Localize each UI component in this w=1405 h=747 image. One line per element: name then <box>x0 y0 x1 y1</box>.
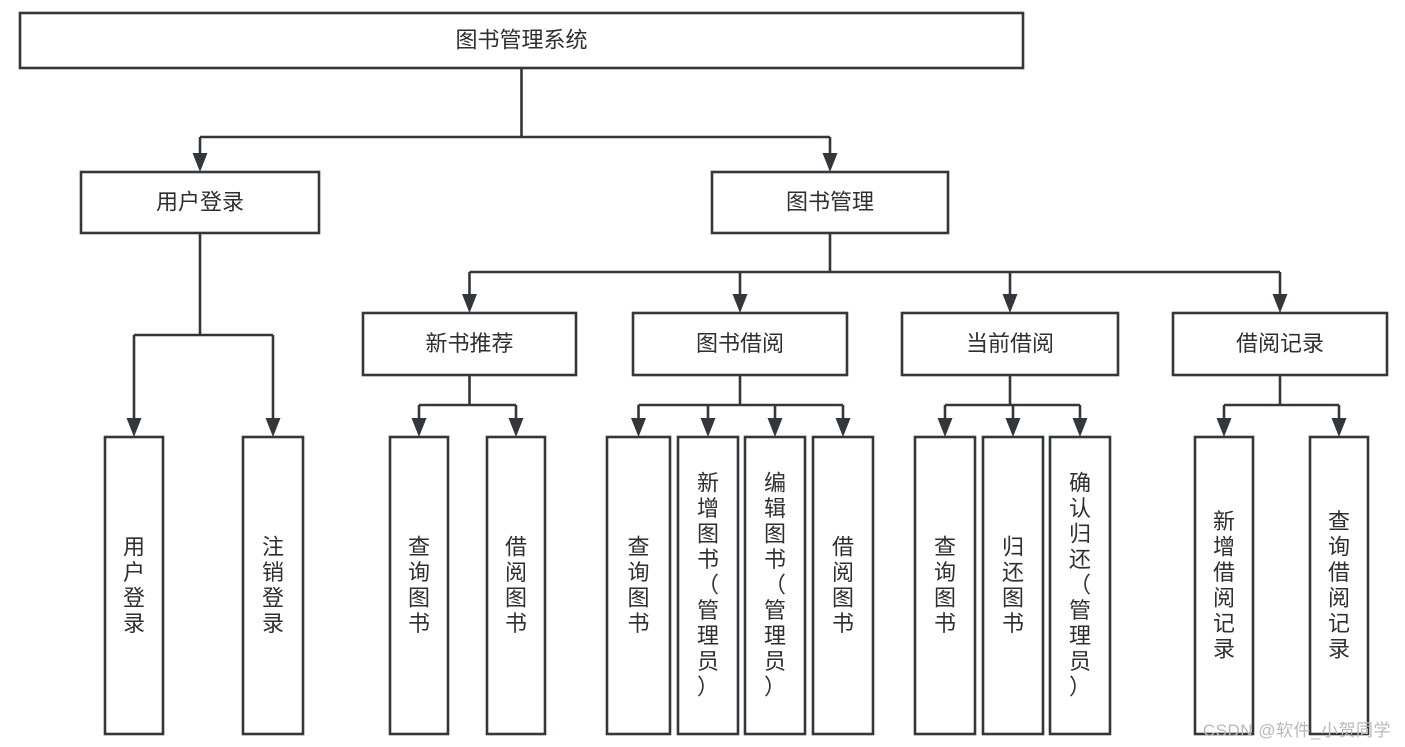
connector-e-borrow-children <box>631 375 851 437</box>
node-book-borrow[interactable]: 图书借阅 <box>631 311 849 377</box>
node-root[interactable]: 图书管理系统 <box>18 11 1025 70</box>
connector-e-record-children <box>1216 375 1347 437</box>
node-label-leaf-logout: 注销登录 <box>262 534 284 636</box>
connector-e-manage-children <box>462 233 1288 313</box>
connector-e-recommend-children <box>411 375 524 437</box>
node-label-root: 图书管理系统 <box>455 27 587 52</box>
node-box-leaf-add-book[interactable] <box>676 435 740 736</box>
node-label-book-borrow: 图书借阅 <box>696 331 784 356</box>
node-box-new-book-recommend[interactable] <box>361 311 578 377</box>
node-leaf-query-book-2[interactable]: 查询图书 <box>605 435 672 736</box>
node-label-leaf-add-book: 新增图书（管理员） <box>697 471 719 700</box>
node-book-manage[interactable]: 图书管理 <box>710 170 950 235</box>
node-current-borrow[interactable]: 当前借阅 <box>900 311 1120 377</box>
node-leaf-borrow-book-1[interactable]: 借阅图书 <box>485 435 547 736</box>
node-box-book-manage[interactable] <box>710 170 950 235</box>
node-box-leaf-edit-book[interactable] <box>743 435 807 736</box>
node-label-user-login: 用户登录 <box>156 189 244 214</box>
node-leaf-logout[interactable]: 注销登录 <box>241 435 305 736</box>
node-layer: 图书管理系统用户登录图书管理新书推荐图书借阅当前借阅借阅记录用户登录注销登录查询… <box>18 11 1389 736</box>
node-label-leaf-query-book-1: 查询图书 <box>408 534 430 636</box>
node-label-new-book-recommend: 新书推荐 <box>425 331 513 356</box>
node-box-leaf-borrow-book-1[interactable] <box>485 435 547 736</box>
node-label-leaf-confirm-return: 确认归还（管理员） <box>1069 471 1091 700</box>
node-box-leaf-logout[interactable] <box>241 435 305 736</box>
node-label-leaf-return-book: 归还图书 <box>1002 534 1024 636</box>
node-label-current-borrow: 当前借阅 <box>966 331 1054 356</box>
node-leaf-query-record[interactable]: 查询借阅记录 <box>1308 435 1370 736</box>
node-user-login[interactable]: 用户登录 <box>79 170 321 235</box>
node-box-book-borrow[interactable] <box>631 311 849 377</box>
connector-e-current-children <box>937 375 1088 437</box>
node-box-user-login[interactable] <box>79 170 321 235</box>
node-box-borrow-record[interactable] <box>1171 311 1389 377</box>
node-label-book-manage: 图书管理 <box>786 189 874 214</box>
node-label-leaf-borrow-book-1: 借阅图书 <box>505 534 527 636</box>
node-leaf-borrow-book-2[interactable]: 借阅图书 <box>811 435 875 736</box>
node-label-leaf-edit-book: 编辑图书（管理员） <box>764 471 786 700</box>
node-label-leaf-add-record: 新增借阅记录 <box>1213 509 1235 662</box>
node-label-leaf-borrow-book-2: 借阅图书 <box>832 534 854 636</box>
node-leaf-add-record[interactable]: 新增借阅记录 <box>1193 435 1255 736</box>
node-borrow-record[interactable]: 借阅记录 <box>1171 311 1389 377</box>
node-box-leaf-query-record[interactable] <box>1308 435 1370 736</box>
node-leaf-return-book[interactable]: 归还图书 <box>981 435 1045 736</box>
node-leaf-query-book-3[interactable]: 查询图书 <box>913 435 977 736</box>
node-box-leaf-return-book[interactable] <box>981 435 1045 736</box>
node-label-borrow-record: 借阅记录 <box>1236 331 1324 356</box>
watermark-text: CSDN @软件_小贺同学 <box>1202 721 1391 740</box>
node-box-leaf-user-login[interactable] <box>103 435 165 736</box>
node-leaf-confirm-return[interactable]: 确认归还（管理员） <box>1048 435 1112 736</box>
node-label-leaf-query-record: 查询借阅记录 <box>1328 509 1350 662</box>
node-box-leaf-add-record[interactable] <box>1193 435 1255 736</box>
node-box-root[interactable] <box>18 11 1025 70</box>
connector-e-login-children <box>126 233 281 437</box>
node-box-leaf-query-book-3[interactable] <box>913 435 977 736</box>
node-leaf-add-book[interactable]: 新增图书（管理员） <box>676 435 740 736</box>
node-leaf-edit-book[interactable]: 编辑图书（管理员） <box>743 435 807 736</box>
node-box-leaf-confirm-return[interactable] <box>1048 435 1112 736</box>
node-label-leaf-query-book-2: 查询图书 <box>627 534 649 636</box>
node-box-leaf-borrow-book-2[interactable] <box>811 435 875 736</box>
connector-layer <box>126 68 1347 437</box>
node-box-leaf-query-book-1[interactable] <box>388 435 450 736</box>
node-leaf-user-login[interactable]: 用户登录 <box>103 435 165 736</box>
node-new-book-recommend[interactable]: 新书推荐 <box>361 311 578 377</box>
node-label-leaf-query-book-3: 查询图书 <box>934 534 956 636</box>
node-box-current-borrow[interactable] <box>900 311 1120 377</box>
node-box-leaf-query-book-2[interactable] <box>605 435 672 736</box>
node-label-leaf-user-login: 用户登录 <box>123 534 145 636</box>
connector-e-root-children <box>192 68 838 172</box>
node-leaf-query-book-1[interactable]: 查询图书 <box>388 435 450 736</box>
